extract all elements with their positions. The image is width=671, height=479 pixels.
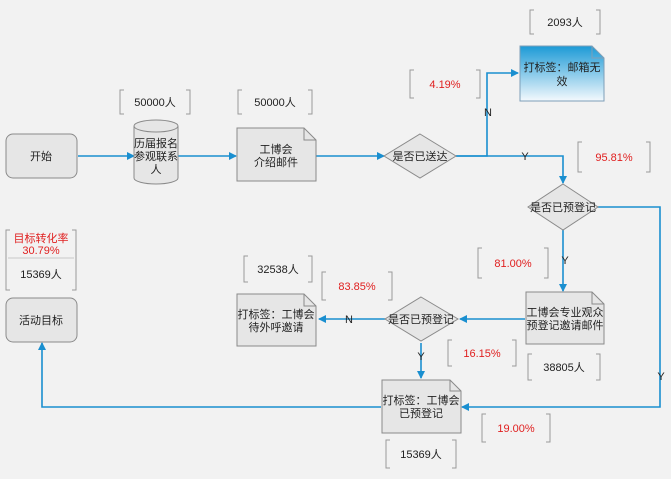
edge-registered-goal <box>38 342 381 408</box>
annotation-count-registered: 15369人 <box>385 439 457 469</box>
svg-text:2093人: 2093人 <box>547 16 582 29</box>
annotation-count-call: 32538人 <box>243 255 313 283</box>
node-call-line1: 打标签：工博会 <box>238 307 315 321</box>
connectors <box>38 69 661 411</box>
node-invite-line2: 预登记邀请邮件 <box>527 318 604 332</box>
node-registered-line1: 打标签：工博会 <box>383 393 460 407</box>
node-start[interactable]: 开始 <box>5 133 78 179</box>
node-history-line2: 参观联系 <box>134 149 178 163</box>
node-tag-invalid[interactable]: 打标签：邮箱无 效 <box>519 45 605 102</box>
svg-text:19.00%: 19.00% <box>497 423 535 435</box>
node-intro-mail[interactable]: 工博会 介绍邮件 <box>236 127 317 182</box>
node-invite-line1: 工博会专业观众 <box>527 305 604 319</box>
edge-label-y4: Y <box>657 371 665 383</box>
svg-text:4.19%: 4.19% <box>429 79 460 91</box>
node-delivered-label: 是否已送达 <box>393 149 448 163</box>
node-intro-line2: 介绍邮件 <box>254 155 298 169</box>
node-registered-line2: 已预登记 <box>399 406 443 420</box>
svg-text:50000人: 50000人 <box>254 96 296 109</box>
node-start-label: 开始 <box>30 149 52 163</box>
node-delivered-decision[interactable]: 是否已送达 <box>383 133 457 179</box>
svg-text:83.85%: 83.85% <box>338 281 376 293</box>
annotation-count-intro: 50000人 <box>237 89 313 115</box>
annotation-pct-notreg: 81.00% <box>477 247 549 279</box>
edge-label-y2: Y <box>561 255 569 267</box>
node-call-line2: 待外呼邀请 <box>249 320 304 334</box>
edge-label-n2: N <box>345 314 353 326</box>
node-intro-line1: 工博会 <box>260 143 293 156</box>
annotation-pct-delivered: 95.81% <box>577 141 651 173</box>
annotation-count-history: 50000人 <box>119 89 191 115</box>
edge-label-y3: Y <box>417 351 425 363</box>
goal-rate-title: 目标转化率 <box>14 231 69 245</box>
edge-delivered-prereg1 <box>456 155 567 184</box>
annotation-pct-reg2: 16.15% <box>447 339 517 367</box>
node-goal-label: 活动目标 <box>19 313 63 327</box>
svg-text:15369人: 15369人 <box>400 448 442 461</box>
node-history-db[interactable]: 历届报名 参观联系 人 <box>133 119 179 185</box>
node-tag-registered[interactable]: 打标签：工博会 已预登记 <box>381 379 462 434</box>
node-prereg2-decision[interactable]: 是否已预登记 <box>384 296 459 342</box>
svg-text:38805人: 38805人 <box>543 361 585 374</box>
goal-conversion-panel: 目标转化率 30.79% 15369人 <box>5 229 77 291</box>
node-invalid-line1: 打标签：邮箱无 <box>524 60 601 74</box>
annotation-pct-reg1: 19.00% <box>481 413 551 443</box>
node-history-line3: 人 <box>151 163 162 176</box>
node-invite-mail[interactable]: 工博会专业观众 预登记邀请邮件 <box>525 291 605 345</box>
svg-text:50000人: 50000人 <box>134 96 176 109</box>
node-history-line1: 历届报名 <box>134 136 178 150</box>
edge-label-n1: N <box>484 107 492 119</box>
goal-rate-value: 30.79% <box>22 245 60 257</box>
node-invalid-line2: 效 <box>557 74 568 88</box>
annotation-count-invalid: 2093人 <box>529 9 601 35</box>
node-prereg1-label: 是否已预登记 <box>530 200 596 214</box>
svg-text:32538人: 32538人 <box>257 263 299 276</box>
node-tag-call[interactable]: 打标签：工博会 待外呼邀请 <box>236 293 317 347</box>
svg-text:95.81%: 95.81% <box>595 152 633 164</box>
goal-count: 15369人 <box>20 268 62 281</box>
node-prereg1-decision[interactable]: 是否已预登记 <box>527 183 599 231</box>
svg-text:81.00%: 81.00% <box>494 258 532 270</box>
svg-text:16.15%: 16.15% <box>463 348 501 360</box>
edge-prereg1-registered <box>461 206 661 411</box>
edge-label-y1: Y <box>521 151 529 163</box>
annotation-count-invite: 38805人 <box>527 353 601 381</box>
annotation-pct-call: 83.85% <box>321 271 393 301</box>
node-goal[interactable]: 活动目标 <box>5 297 78 343</box>
annotation-pct-invalid: 4.19% <box>409 69 481 99</box>
node-prereg2-label: 是否已预登记 <box>388 312 454 326</box>
